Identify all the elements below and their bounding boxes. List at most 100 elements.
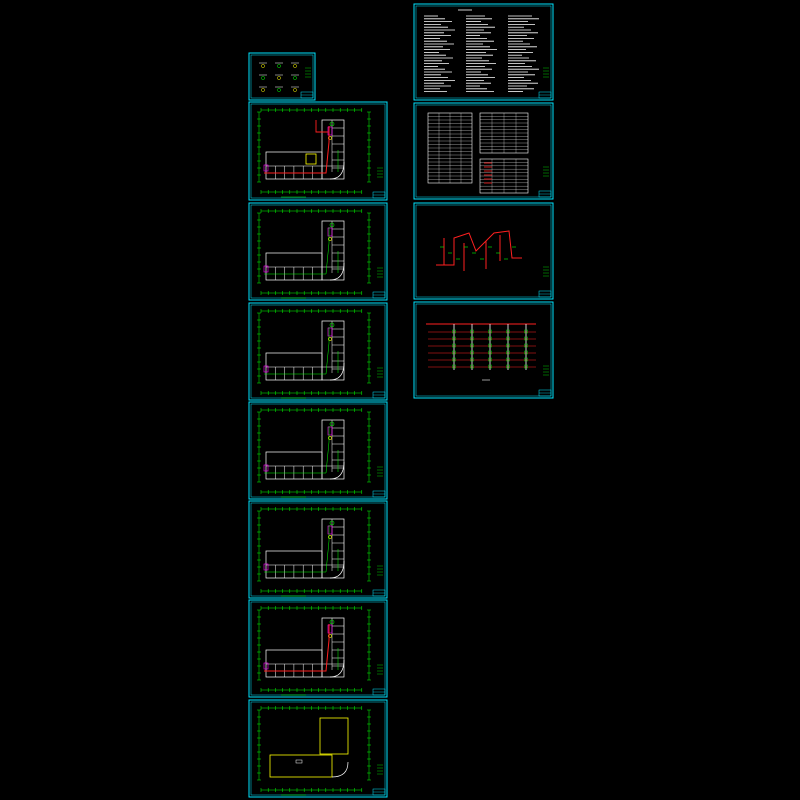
inner-border — [415, 303, 552, 397]
riser-valve — [488, 329, 492, 334]
riser-valve — [506, 357, 510, 362]
symbol-circle — [277, 76, 281, 80]
building-walls — [269, 717, 349, 778]
fixture-circle — [329, 222, 335, 228]
plan-dimensions — [257, 108, 371, 194]
plumbing-fixtures — [263, 421, 335, 474]
plan-dimensions — [257, 408, 371, 494]
sheet-border — [248, 302, 388, 401]
sheet-11-isometric[interactable] — [413, 202, 554, 300]
symbol-circle — [261, 88, 265, 92]
symbol-circle — [293, 64, 297, 68]
sheet-border — [248, 202, 388, 301]
riser-valve — [524, 329, 528, 334]
sheet-5-floor-plan[interactable] — [248, 401, 388, 500]
riser-valve — [506, 343, 510, 348]
plumbing-fixtures — [263, 619, 335, 672]
fixture-mark — [263, 265, 269, 273]
riser-valve — [470, 343, 474, 348]
symbol-circle — [261, 64, 265, 68]
riser-valve — [488, 343, 492, 348]
roof-outline — [319, 717, 349, 755]
plumbing-fixtures — [263, 222, 335, 275]
curved-corner-wall — [329, 161, 345, 180]
fixture-mark — [327, 624, 333, 634]
fixture-circle — [328, 337, 332, 341]
inner-border — [250, 701, 386, 796]
sheet-7-floor-plan[interactable] — [248, 599, 388, 698]
title-block — [372, 466, 386, 498]
building-walls — [265, 617, 345, 678]
plan-dimensions — [257, 309, 371, 395]
curved-corner-wall — [329, 262, 345, 281]
symbol-circle — [277, 88, 281, 92]
sheet-3-floor-plan[interactable] — [248, 202, 388, 301]
inner-border — [415, 104, 552, 198]
sheet-border — [248, 101, 388, 201]
fixture-circle — [329, 322, 335, 328]
pipe-run — [315, 120, 328, 133]
notes-text — [424, 9, 539, 92]
sheet-2-floor-plan[interactable] — [248, 101, 388, 201]
fixture-circle — [328, 436, 332, 440]
roof-hatch — [295, 759, 303, 764]
fixture-mark — [263, 662, 269, 670]
riser-valve — [488, 357, 492, 362]
plan-dimensions — [257, 209, 371, 295]
fixture-circle — [328, 136, 332, 140]
sheet-8-roof-plan[interactable] — [248, 699, 388, 798]
pipe-run — [436, 230, 522, 266]
symbol-circle — [261, 76, 265, 80]
curved-corner-wall — [329, 659, 345, 678]
highlight-box — [305, 153, 317, 165]
fixture-circle — [329, 619, 335, 625]
riser-valve — [488, 350, 492, 355]
symbol-circle — [277, 64, 281, 68]
fixture-mark — [263, 164, 269, 172]
legend-tables — [427, 112, 529, 194]
riser-diagram — [426, 323, 536, 381]
riser-valve — [452, 364, 456, 369]
fixture-mark — [263, 464, 269, 472]
sheet-9-notes[interactable] — [413, 3, 554, 101]
inner-border — [250, 54, 314, 99]
sheet-border — [413, 102, 554, 200]
riser-valve — [452, 336, 456, 341]
sheet-12-riser[interactable] — [413, 301, 554, 399]
pipe-run — [264, 426, 330, 474]
title-block — [372, 167, 386, 199]
riser-valve — [470, 336, 474, 341]
plan-dimensions — [257, 706, 371, 792]
sheet-1-detail[interactable] — [248, 52, 316, 101]
title-block — [372, 664, 386, 696]
sheet-10-tables[interactable] — [413, 102, 554, 200]
sheet-border — [248, 500, 388, 599]
fixture-circle — [328, 535, 332, 539]
fixture-mark — [327, 525, 333, 535]
building-walls — [265, 220, 345, 281]
title-block — [538, 365, 552, 397]
sheet-border — [413, 3, 554, 101]
plumbing-fixtures — [263, 520, 335, 573]
fixture-circle — [329, 121, 335, 127]
pipe-run — [264, 525, 330, 573]
symbol-circle — [293, 76, 297, 80]
fixture-mark — [327, 227, 333, 237]
fixture-mark — [263, 563, 269, 571]
pipe-run — [264, 327, 330, 375]
riser-valve — [506, 329, 510, 334]
inner-border — [250, 103, 386, 199]
title-block — [372, 267, 386, 299]
isometric-pipes — [436, 230, 522, 271]
riser-valve — [452, 329, 456, 334]
title-block — [538, 67, 552, 99]
sheet-6-floor-plan[interactable] — [248, 500, 388, 599]
curved-corner-wall — [329, 461, 345, 480]
riser-valve — [470, 350, 474, 355]
curved-corner-wall — [329, 362, 345, 381]
riser-valve — [452, 357, 456, 362]
sheet-4-floor-plan[interactable] — [248, 302, 388, 401]
sheet-border — [248, 401, 388, 500]
